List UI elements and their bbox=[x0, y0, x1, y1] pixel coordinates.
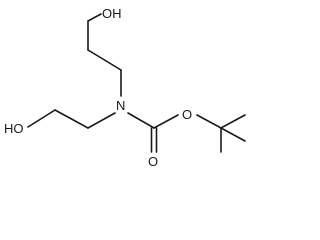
bond-o-c bbox=[27, 109, 56, 128]
bond-n-c bbox=[127, 112, 155, 129]
bond-c-c bbox=[54, 109, 89, 129]
bond-c-n bbox=[87, 112, 116, 129]
atom-label-o: O bbox=[182, 107, 192, 122]
bond-c-c bbox=[87, 49, 122, 71]
atom-label-ho: HO bbox=[4, 121, 24, 136]
molecule-structure-diagram: OH HO N O O bbox=[4, 6, 246, 169]
bond-c-methyl bbox=[220, 127, 246, 142]
atom-label-o: O bbox=[148, 154, 158, 169]
bond-o-c bbox=[196, 114, 222, 129]
bond-o-c bbox=[87, 13, 102, 22]
bond-c-o bbox=[153, 114, 179, 129]
bond-c-methyl bbox=[220, 114, 246, 129]
atom-label-oh: OH bbox=[102, 6, 122, 21]
atom-label-n: N bbox=[116, 98, 125, 113]
